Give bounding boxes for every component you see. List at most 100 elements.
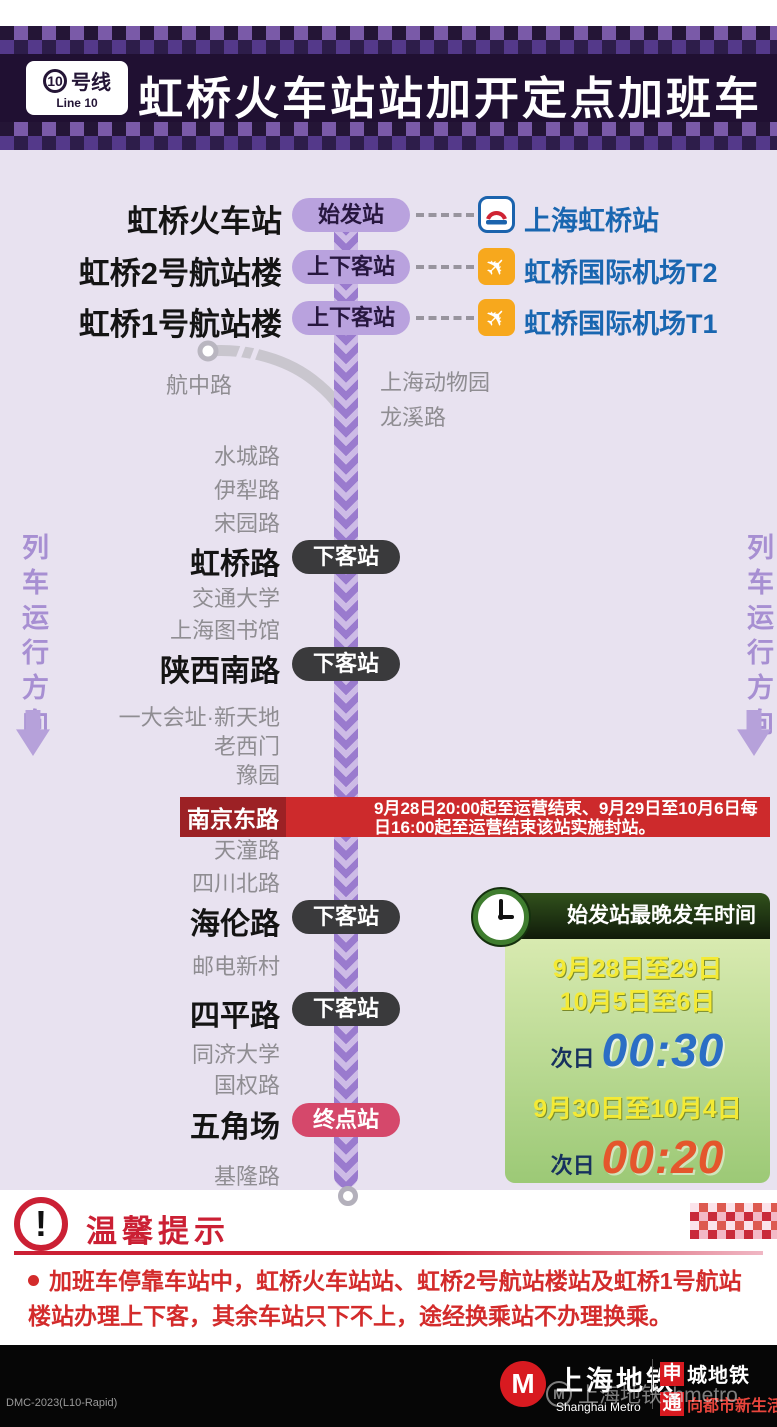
station-row-sipinglu: 四平路 下客站 [0,991,777,1033]
airport-link-label: 虹桥国际机场T1 [524,309,718,339]
brand-name-en: Shanghai Metro [556,1400,641,1414]
departure-time-2: 次日 00:20 [505,1130,770,1184]
schedule-title: 始发站最晚发车时间 [567,904,756,927]
station-name: 五角场 [190,1111,280,1144]
station-hangzhonglu: 航中路 [165,373,232,398]
airplane-icon: ✈ [478,299,515,336]
dashed-connector [416,265,474,269]
line-number: 10 [43,68,67,93]
station-name: 虹桥路 [190,548,280,581]
watermark: M 上海地铁shmetro [546,1379,738,1409]
station-tiantonglu: 天潼路 [213,838,280,863]
line-name-en: Line 10 [56,96,98,110]
station-row-hailunlu: 海伦路 下客站 [0,899,777,941]
poster-title: 虹桥火车站站加开定点加班车 [138,73,763,124]
station-shanghai-zoo: 上海动物园 [380,370,491,395]
station-sichuanbeilu: 四川北路 [191,871,280,896]
watermark-text: 上海地铁shmetro [578,1384,738,1407]
terminus-circle [338,1186,358,1206]
station-name: 陕西南路 [160,655,280,688]
station-name: 四平路 [190,1000,280,1033]
railway-station-icon [478,196,515,233]
station-jilonglu: 基隆路 [213,1164,280,1189]
station-laoximen: 老西门 [213,734,280,759]
pickup-dropoff-badge: 上下客站 [292,301,410,335]
next-day-prefix: 次日 [550,1046,595,1071]
checker-pattern-bottom [0,122,777,150]
schedule-dates-1a: 9月28日至29日 [552,955,723,983]
header-band: 10 号线 Line 10 虹桥火车站站加开定点加班车 [0,54,777,124]
station-jiaotong-university: 交通大学 [191,586,280,611]
slogan-line-2: 通向都市新生活 [660,1392,777,1416]
warning-icon: ! [14,1197,68,1251]
pickup-dropoff-badge: 上下客站 [292,250,410,284]
document-code: DMC-2023(L10-Rapid) [6,1397,118,1409]
time-value-2: 00:20 [601,1131,725,1183]
brand-name-cn: 上海地铁 [556,1366,676,1396]
time-value-1: 00:30 [601,1024,725,1076]
station-row-hongqiao-railway: 虹桥火车站 始发站 上海虹桥站 [0,196,777,239]
dropoff-badge: 下客站 [292,992,400,1026]
dropoff-badge: 下客站 [292,900,400,934]
station-row-hongqiaolu: 虹桥路 下客站 [0,539,777,581]
station-shuichenglu: 水城路 [213,444,280,469]
notice-divider [14,1251,763,1255]
schedule-title-bar: 始发站最晚发车时间 [505,893,770,939]
dashed-connector [416,213,474,217]
direction-label-right: 列车运行方向 [743,533,773,743]
terminal-badge: 终点站 [292,1103,400,1137]
schedule-dates-2: 9月30日至10月4日 [533,1095,742,1123]
station-tongji-university: 同济大学 [191,1042,280,1067]
closure-notice-text: 9月28日20:00起至运营结束、9月29日至10月6日每日16:00起至运营结… [286,797,770,837]
station-longxilu: 龙溪路 [380,405,447,430]
airplane-icon: ✈ [478,248,515,285]
station-name: 虹桥1号航站楼 [78,307,282,342]
airport-link-label: 虹桥国际机场T2 [524,258,718,288]
schedule-dates-1b: 10月5日至6日 [559,988,716,1016]
station-row-shanxinanlu: 陕西南路 下客站 [0,646,777,688]
brand-block: 上海地铁 Shanghai Metro [556,1359,676,1414]
station-youdianxincun: 邮电新村 [191,954,280,979]
station-yililu: 伊犁路 [213,478,280,503]
station-name: 虹桥2号航站楼 [78,256,282,291]
chevron-pattern [346,198,358,1188]
slogan-line-1: 申城地铁 [660,1359,777,1388]
bullet-dot [28,1275,39,1286]
station-shanghai-library: 上海图书馆 [169,618,280,643]
footer-divider [652,1359,653,1409]
line-10-badge: 10 号线 Line 10 [26,61,128,115]
watermark-logo-icon: M [546,1381,572,1407]
checker-pattern-top [0,26,777,54]
last-departure-schedule-box: 始发站最晚发车时间 9月28日至29日 10月5日至6日 次日 00:30 9月… [471,887,770,1183]
footer: DMC-2023(L10-Rapid) M 上海地铁 Shanghai Metr… [0,1345,777,1427]
slogan-block: 申城地铁 通向都市新生活 [660,1359,777,1420]
checker-pattern-notice [690,1203,777,1239]
station-name: 海伦路 [190,908,280,941]
notice-text: 加班车停靠车站中，虹桥火车站站、虹桥2号航站楼站及虹桥1号航站楼站办理上下客，其… [28,1268,742,1329]
station-guoquanlu: 国权路 [213,1073,280,1098]
slogan-highlight-2: 通 [660,1392,684,1416]
clock-icon [471,887,531,947]
closed-station-name: 南京东路 [180,797,286,837]
line-suffix: 号线 [71,72,111,94]
line10-route-line [334,198,358,1188]
dropoff-badge: 下客站 [292,540,400,574]
next-day-prefix: 次日 [550,1153,595,1178]
station-songyuanlu: 宋园路 [213,511,280,536]
railway-link-label: 上海虹桥站 [524,206,659,236]
slogan-highlight-1: 申 [660,1361,684,1386]
schedule-body: 9月28日至29日 10月5日至6日 次日 00:30 9月30日至10月4日 … [505,939,770,1183]
closure-banner: 南京东路 9月28日20:00起至运营结束、9月29日至10月6日每日16:00… [180,797,770,837]
station-yidahuizhi-xintiandi: 一大会址·新天地 [118,705,280,730]
dropoff-badge: 下客站 [292,647,400,681]
chevron-pattern [334,198,346,1188]
station-name: 虹桥火车站 [127,204,282,239]
notice-title: 温馨提示 [86,1214,230,1249]
station-row-terminal2: 虹桥2号航站楼 上下客站 ✈ 虹桥国际机场T2 [0,248,777,291]
station-row-terminal1: 虹桥1号航站楼 上下客站 ✈ 虹桥国际机场T1 [0,299,777,342]
dashed-connector [416,316,474,320]
shanghai-metro-logo: M [500,1361,546,1407]
direction-label-left: 列车运行方向 [18,533,48,743]
departure-time-1: 次日 00:30 [505,1023,770,1077]
